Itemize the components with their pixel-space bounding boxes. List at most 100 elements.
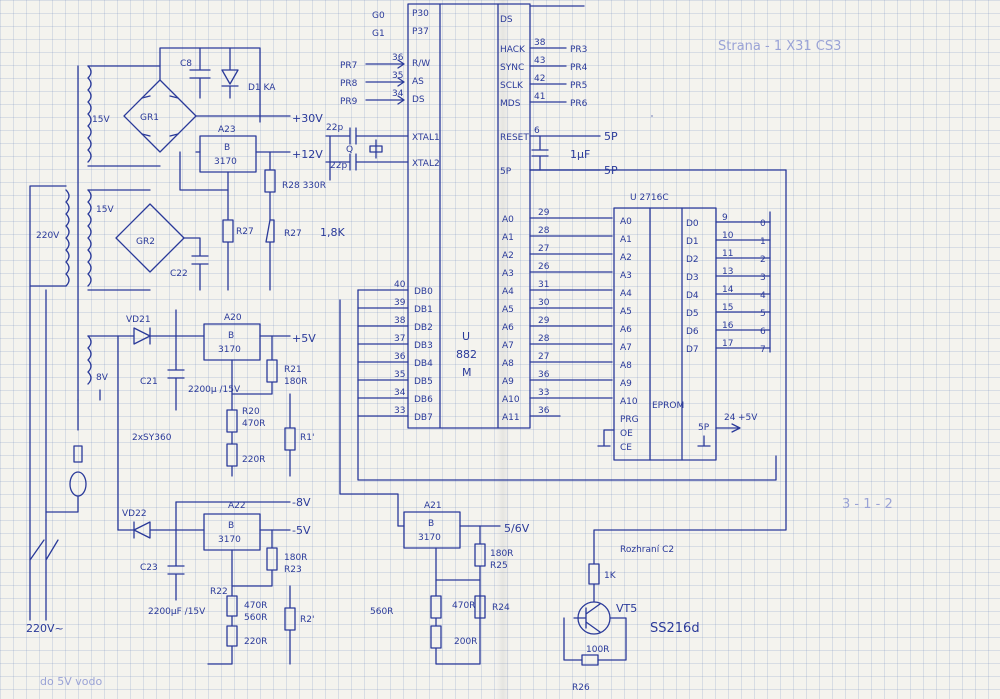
eprom-addr-a5: A5: [620, 307, 632, 317]
bridge-rectifier-2: [115, 203, 185, 273]
eprom-left-edge: [613, 207, 651, 461]
r20-value-2: 220R: [242, 455, 265, 465]
reset-cap-label: 1µF: [570, 148, 590, 161]
mcu-addr-a11: A11: [502, 413, 520, 423]
mcu-pin-hack-1: HACK: [500, 45, 526, 55]
mcu-data-num-4: 36: [394, 352, 406, 362]
mcu-addr-a0: A0: [502, 215, 514, 225]
power-supply: 220V 15V GR1 C8 D1 KA +30V A23 B 3170 +1…: [26, 47, 345, 665]
mcu-pin-num-r2: 43: [534, 56, 545, 66]
eprom-data-d2: D2: [686, 255, 699, 265]
a23-label: A23: [218, 125, 236, 135]
eprom-ctrl-oe: OE: [620, 429, 633, 439]
eprom-data-d0: D0: [686, 219, 699, 229]
mcu-data-num-7: 33: [394, 406, 405, 416]
eprom-name: U 2716C: [630, 193, 669, 203]
mcu-sig-pr5: PR5: [570, 81, 587, 91]
regulator-a21: [403, 511, 461, 549]
mcu-data-num-5: 35: [394, 370, 405, 380]
paper-fold: [496, 0, 510, 699]
a20-b: B: [228, 331, 234, 341]
eprom-addr-a10: A10: [620, 397, 638, 407]
mcu-right-pins: DSHACK38PR3SYNC43PR4SCLK42PR5MDS41PR6RES…: [500, 15, 618, 177]
eprom-addr-a8: A8: [620, 361, 632, 371]
mcu-addr-a7: A7: [502, 341, 514, 351]
regulator-a21-block: A21 B 3170 5/6V 180R R25 470R 560R 200R …: [339, 299, 530, 665]
mcu-left-edge: [407, 3, 441, 429]
r2p-label: R2': [300, 615, 314, 625]
a21-b: B: [428, 519, 434, 529]
eprom-addr-a3: A3: [620, 271, 632, 281]
eprom-gnd-label: 5P: [698, 423, 710, 433]
eprom-out-num-7: 7: [760, 345, 766, 355]
mcu-pin-num-r1: 38: [534, 38, 546, 48]
eprom-data-num-3: 13: [722, 267, 733, 277]
r21-value: 180R: [284, 377, 307, 387]
a20-label: A20: [224, 313, 242, 323]
mcu-data-num-0: 40: [394, 280, 406, 290]
mcu-addr-num-8: 27: [538, 352, 549, 362]
a21-label: A21: [424, 501, 442, 511]
eprom-out-num-3: 3: [760, 273, 766, 283]
r26-value: 100R: [586, 645, 609, 655]
eprom-addr-a1: A1: [620, 235, 632, 245]
diode-vd22: [117, 521, 205, 539]
eprom-data-num-4: 14: [722, 285, 734, 295]
bridge-2-label: GR2: [136, 237, 155, 247]
eprom-addr-a7: A7: [620, 343, 632, 353]
a23-b: B: [224, 143, 230, 153]
rail-30v: +30V: [292, 112, 323, 125]
secondary-winding-1: [87, 65, 92, 163]
crystal-q: [325, 127, 409, 181]
r24-value-2: 470R: [452, 601, 475, 611]
r27-value: 1,8K: [320, 226, 345, 239]
a21-type: 3170: [418, 533, 441, 543]
a22-type: 3170: [218, 535, 241, 545]
r24-value-4: 200R: [454, 637, 477, 647]
eprom-data-d7: D7: [686, 345, 699, 355]
rail-minus-8v: -8V: [292, 496, 311, 509]
mcu-pin-num-2: 36: [392, 53, 404, 63]
transistor-stage: Rozhraní C2 1K 100R R26 VT5 SS216d: [563, 169, 787, 693]
c21-value: 2200µ /15V: [188, 385, 241, 395]
mcu-addr-num-1: 28: [538, 226, 550, 236]
crystal-label: Q: [346, 145, 353, 155]
mcu-pin-xtal1: XTAL1: [412, 133, 440, 143]
vd21-label: VD21: [126, 315, 151, 325]
mcu-pin-ds-0: DS: [500, 15, 513, 25]
bridge-1-label: GR1: [140, 113, 159, 123]
a22-b: B: [228, 521, 234, 531]
mcu-sig-5p-5: 5P: [604, 130, 618, 143]
eprom-data-num-0: 9: [722, 213, 728, 223]
mcu-pin-ds: DS: [412, 95, 425, 105]
mcu-addr-num-4: 31: [538, 280, 549, 290]
mcu-pin-p37: P37: [412, 27, 429, 37]
sig-pr9: PR9: [340, 97, 358, 107]
eprom-data-num-5: 15: [722, 303, 733, 313]
eprom-addr-a2: A2: [620, 253, 632, 263]
r24-value: 180R: [490, 549, 513, 559]
mcu-data-db3: DB3: [414, 341, 433, 351]
mcu-pin-num-r4: 41: [534, 92, 545, 102]
eprom-ctrl-prg: PRG: [620, 415, 639, 425]
eprom-2716: U 2716C EPROM A0A1A2A3A4A5A6A7A8A9A10PRG…: [597, 193, 771, 461]
r22-value-3: 560R: [244, 613, 267, 623]
rail-5-6v: 5/6V: [504, 522, 530, 535]
a20-type: 3170: [218, 345, 241, 355]
r25-value: 1K: [604, 571, 617, 581]
xtal-cap-1: 22p: [326, 123, 343, 133]
mcu-sig-pr3: PR3: [570, 45, 587, 55]
mcu-addr-num-5: 30: [538, 298, 550, 308]
mcu-pin-5p-6: 5P: [500, 167, 512, 177]
r24-label: R24: [492, 603, 510, 613]
mcu-data-num-2: 38: [394, 316, 406, 326]
mcu-addr-num-3: 26: [538, 262, 550, 272]
mcu-pin-as: AS: [412, 77, 424, 87]
eprom-data-d3: D3: [686, 273, 699, 283]
eprom-data-d5: D5: [686, 309, 699, 319]
eprom-data-num-1: 10: [722, 231, 734, 241]
title-note: Strana - 1 X31 CS3: [718, 39, 841, 54]
mcu-addr-a10: A10: [502, 395, 520, 405]
mcu-addr-num-2: 27: [538, 244, 549, 254]
